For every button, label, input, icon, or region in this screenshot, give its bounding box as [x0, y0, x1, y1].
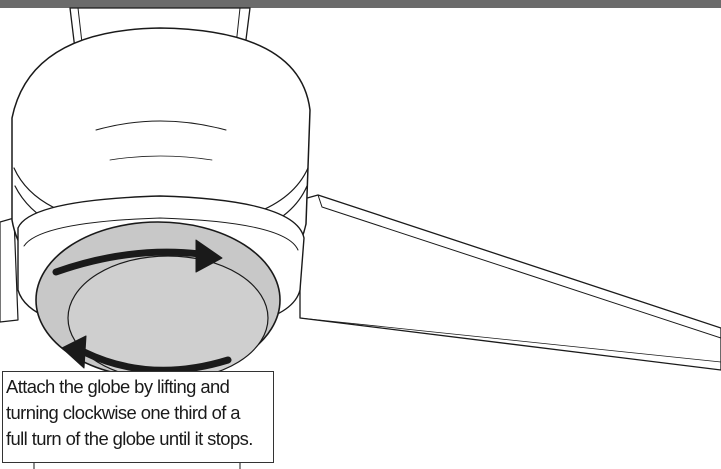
curved-arrow-left-icon [61, 335, 232, 374]
caption-line-3: full turn of the globe until it stops. [6, 428, 253, 449]
left-blade [0, 217, 19, 323]
caption-leaders [33, 461, 241, 469]
right-blade [299, 194, 721, 371]
instruction-caption: Attach the globe by lifting and turning … [2, 371, 274, 463]
caption-line-1: Attach the globe by lifting and [6, 376, 230, 397]
header-bar [0, 0, 721, 8]
curved-arrow-right-icon [52, 239, 223, 276]
caption-line-2: turning clockwise one third of a [6, 402, 241, 423]
